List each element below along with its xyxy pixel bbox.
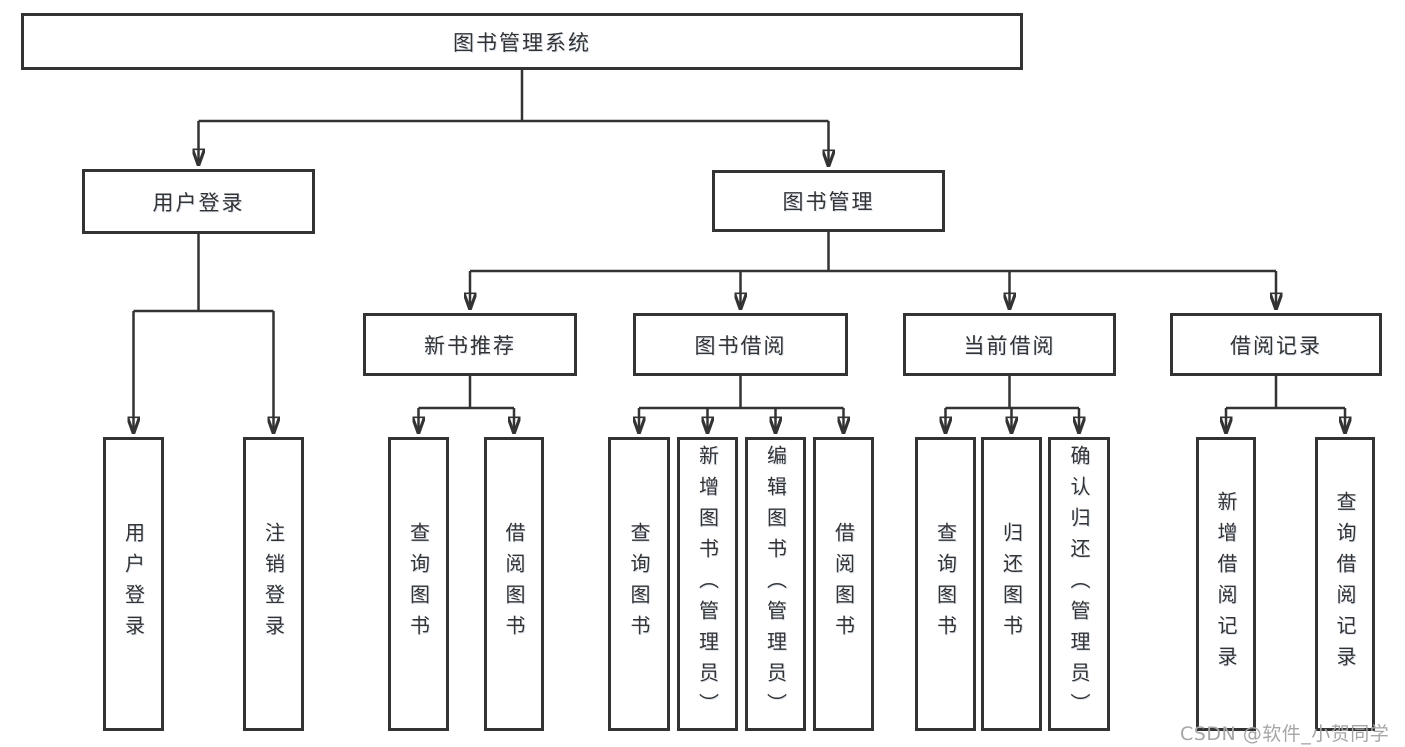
leaf-borrow-book: 借阅图书 [813, 437, 874, 731]
leaf-new-books-borrow-label: 借阅图书 [502, 522, 526, 646]
leaf-new-books-query: 查询图书 [388, 437, 449, 731]
leaf-current-confirm-return-admin-label: 确认归还（管理员） [1067, 444, 1091, 724]
leaf-current-return: 归还图书 [981, 437, 1042, 731]
node-root-system-label: 图书管理系统 [453, 30, 591, 55]
leaf-user-login-label: 用户登录 [121, 522, 146, 646]
node-current-borrow: 当前借阅 [903, 313, 1116, 376]
leaf-borrow-edit-admin: 编辑图书（管理员） [745, 437, 806, 731]
node-borrow-records: 借阅记录 [1170, 313, 1382, 376]
connector-current-borrow-children [946, 376, 1080, 434]
connector-book-borrow-children [639, 376, 844, 434]
node-book-borrow-label: 图书借阅 [694, 333, 787, 358]
csdn-watermark: CSDN @软件_小贺同学 [1180, 723, 1390, 745]
leaf-records-query: 查询借阅记录 [1315, 437, 1375, 731]
node-book-management: 图书管理 [712, 170, 945, 232]
leaf-borrow-add-admin-label: 新增图书（管理员） [695, 444, 720, 724]
leaf-records-add-label: 新增借阅记录 [1214, 491, 1238, 677]
connector-book-management-children [470, 232, 1276, 310]
leaf-logout-label: 注销登录 [261, 522, 286, 646]
connector-new-books-children [419, 376, 515, 434]
node-user-login-label: 用户登录 [152, 190, 245, 215]
leaf-borrow-book-label: 借阅图书 [831, 522, 856, 646]
node-book-borrow: 图书借阅 [633, 313, 848, 376]
leaf-current-confirm-return-admin: 确认归还（管理员） [1048, 437, 1110, 731]
leaf-borrow-add-admin: 新增图书（管理员） [677, 437, 738, 731]
leaf-user-login: 用户登录 [103, 437, 164, 731]
connector-root-to-level2 [199, 70, 829, 167]
leaf-records-query-label: 查询借阅记录 [1333, 491, 1357, 677]
node-new-book-recommend-label: 新书推荐 [424, 333, 516, 358]
leaf-new-books-borrow: 借阅图书 [484, 437, 544, 731]
node-current-borrow-label: 当前借阅 [963, 333, 1056, 358]
leaf-current-query: 查询图书 [915, 437, 976, 731]
leaf-borrow-query: 查询图书 [608, 437, 670, 731]
node-book-management-label: 图书管理 [782, 190, 875, 214]
connector-user-login-children [134, 234, 274, 434]
node-user-login: 用户登录 [82, 169, 315, 234]
leaf-records-add: 新增借阅记录 [1196, 437, 1256, 731]
leaf-current-query-label: 查询图书 [933, 522, 958, 646]
connector-borrow-records-children [1226, 376, 1345, 434]
leaf-borrow-edit-admin-label: 编辑图书（管理员） [763, 444, 788, 724]
node-root-system: 图书管理系统 [21, 13, 1023, 70]
leaf-new-books-query-label: 查询图书 [406, 522, 431, 646]
node-new-book-recommend: 新书推荐 [363, 313, 577, 376]
leaf-logout: 注销登录 [243, 437, 304, 731]
leaf-borrow-query-label: 查询图书 [627, 522, 651, 646]
leaf-current-return-label: 归还图书 [999, 522, 1024, 646]
node-borrow-records-label: 借阅记录 [1230, 333, 1322, 358]
